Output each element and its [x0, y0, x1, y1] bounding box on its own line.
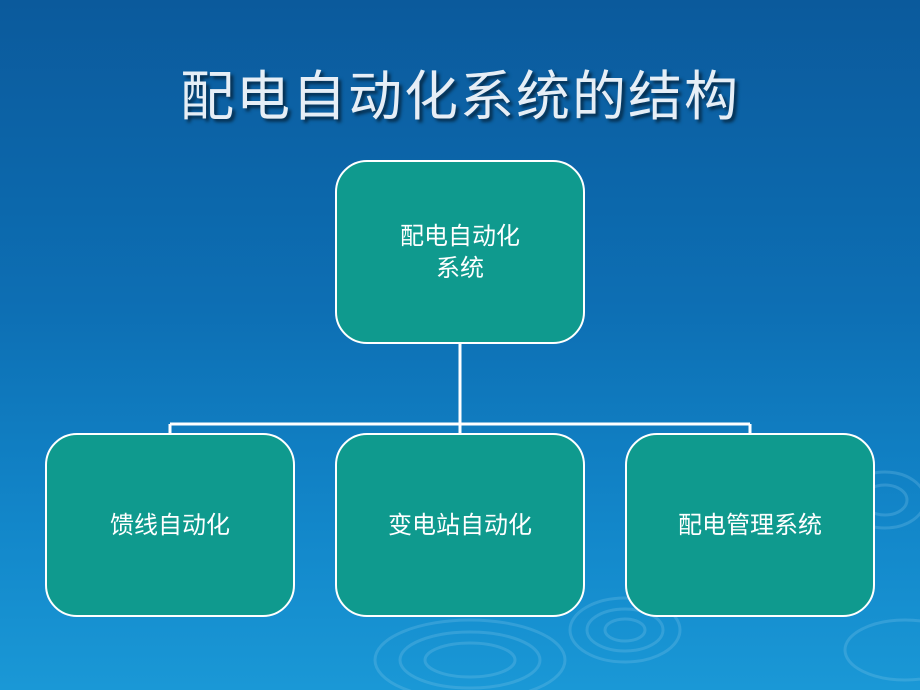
child-node-feeder-automation: 馈线自动化	[45, 433, 295, 617]
child-node-substation-automation: 变电站自动化	[335, 433, 585, 617]
slide-title: 配电自动化系统的结构	[180, 65, 740, 128]
child-node-label: 变电站自动化	[388, 511, 532, 539]
child-node-distribution-management-system: 配电管理系统	[625, 433, 875, 617]
root-node-distribution-automation-system: 配电自动化 系统	[335, 160, 585, 344]
child-node-label: 馈线自动化	[110, 511, 230, 539]
child-node-label: 配电管理系统	[678, 511, 822, 539]
root-node-label: 配电自动化 系统	[400, 222, 520, 282]
